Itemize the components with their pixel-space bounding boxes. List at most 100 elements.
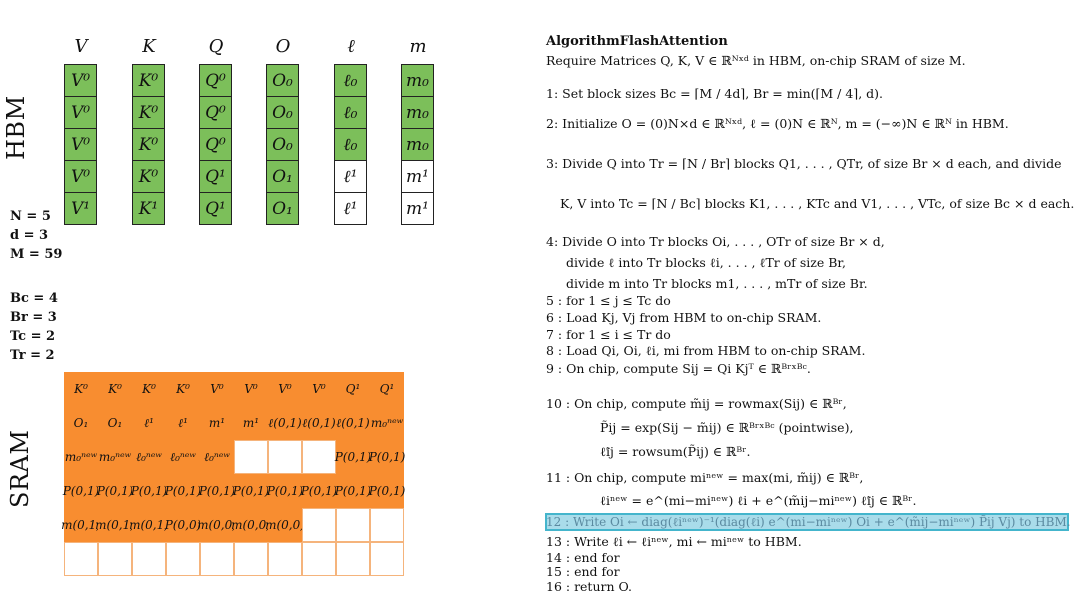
sram-cell: ℓ₀ⁿᵉʷ <box>132 440 166 474</box>
hbm-cell: ℓ₀ <box>334 64 367 97</box>
sram-cell: P(0,1) <box>301 474 337 508</box>
param-n: N = 5 <box>10 209 51 224</box>
sram-cell: P(0,1) <box>199 474 235 508</box>
sram-cell: m(0,1) <box>129 508 169 542</box>
sram-cell: P(0,1) <box>335 474 371 508</box>
algo-line-11b: ℓiⁿᵉʷ = e^(mi−miⁿᵉʷ) ℓi + e^(m̃ij−miⁿᵉʷ)… <box>600 493 917 508</box>
hbm-cell: m₀ <box>401 64 434 97</box>
algo-line-9: 9 : On chip, compute Sij = Qi Kjᵀ ∈ ℝᴮʳˣ… <box>546 361 811 376</box>
algo-line-16: 16 : return O. <box>546 579 632 594</box>
sram-cell: V⁰ <box>268 372 302 406</box>
sram-cell: m(0,1) <box>95 508 135 542</box>
param-tc: Tc = 2 <box>10 329 56 344</box>
params-group-1: N = 5 d = 3 M = 59 <box>10 207 62 264</box>
hbm-cell: Q⁰ <box>199 64 232 97</box>
sram-cell <box>302 508 336 542</box>
sram-cell: m₀ⁿᵉʷ <box>98 440 132 474</box>
sram-cell: P(0,1) <box>267 474 303 508</box>
sram-cell <box>268 440 302 474</box>
param-bc: Bc = 4 <box>10 291 58 306</box>
sram-cell: O₁ <box>64 406 98 440</box>
algo-line-10c: ℓ̃ij = rowsum(P̃ij) ∈ ℝᴮʳ. <box>600 444 751 459</box>
sram-cell: K⁰ <box>166 372 200 406</box>
algo-line-6: 6 : Load Kj, Vj from HBM to on-chip SRAM… <box>546 310 822 325</box>
sram-cell: Q¹ <box>336 372 370 406</box>
sram-cell: m(0,0) <box>265 508 305 542</box>
sram-row: P(0,1)P(0,1)P(0,1)P(0,1)P(0,1)P(0,1)P(0,… <box>63 474 405 508</box>
algo-line-1: 1: Set block sizes Bc = ⌈M / 4d⌉, Br = m… <box>546 86 883 101</box>
sram-cell <box>132 542 166 576</box>
sram-cell: m(0,1) <box>61 508 101 542</box>
hbm-cell: Q¹ <box>199 160 232 193</box>
algo-line-10a: 10 : On chip, compute m̃ij = rowmax(Sij)… <box>546 396 847 411</box>
sram-cell <box>302 440 336 474</box>
sram-cell <box>166 542 200 576</box>
param-br: Br = 3 <box>10 310 57 325</box>
sram-cell: Q¹ <box>370 372 404 406</box>
sram-cell <box>268 542 302 576</box>
sram-cell: ℓ¹ <box>166 406 200 440</box>
hbm-cell: ℓ₀ <box>334 96 367 129</box>
sram-cell <box>336 542 370 576</box>
algo-line-15: 15 : end for <box>546 564 620 579</box>
hbm-cell: m¹ <box>401 160 434 193</box>
sram-cell: m¹ <box>200 406 234 440</box>
sram-cell: ℓ₀ⁿᵉʷ <box>166 440 200 474</box>
sram-cell: P(0,1) <box>369 474 405 508</box>
hbm-column-header: O <box>275 36 291 57</box>
sram-cell: V⁰ <box>302 372 336 406</box>
sram-cell: m₀ⁿᵉʷ <box>370 406 404 440</box>
highlighted-step-box <box>545 513 1069 531</box>
sram-cell: K⁰ <box>98 372 132 406</box>
hbm-column-header: ℓ <box>347 36 355 57</box>
hbm-cell: ℓ₀ <box>334 128 367 161</box>
hbm-cell: K⁰ <box>132 160 165 193</box>
sram-cell: P(0,1) <box>335 440 371 474</box>
algo-line-4a: 4: Divide O into Tr blocks Oi, . . . , O… <box>546 234 885 249</box>
hbm-cell: V⁰ <box>64 96 97 129</box>
algo-line-10b: P̃ij = exp(Sij − m̃ij) ∈ ℝᴮʳˣᴮᶜ (pointwi… <box>600 420 854 435</box>
hbm-cell: K¹ <box>132 192 165 225</box>
sram-cell: m(0,0) <box>197 508 237 542</box>
sram-cell: V⁰ <box>234 372 268 406</box>
param-m: M = 59 <box>10 247 63 262</box>
sram-cell: K⁰ <box>64 372 98 406</box>
hbm-column-header: m <box>409 36 427 57</box>
algo-line-11a: 11 : On chip, compute miⁿᵉʷ = max(mi, m̃… <box>546 470 864 485</box>
hbm-cell: Q⁰ <box>199 128 232 161</box>
hbm-cell: ℓ¹ <box>334 160 367 193</box>
sram-row: m(0,1)m(0,1)m(0,1)P(0,0)m(0,0)m(0,0)m(0,… <box>61 508 404 542</box>
hbm-cell: Q¹ <box>199 192 232 225</box>
sram-cell: O₁ <box>98 406 132 440</box>
sram-cell: m₀ⁿᵉʷ <box>64 440 98 474</box>
algo-line-3b: K, V into Tc = ⌈N / Bc⌉ blocks K1, . . .… <box>560 196 1075 211</box>
sram-cell <box>336 508 370 542</box>
sram-label: SRAM <box>6 429 34 508</box>
hbm-cell: K⁰ <box>132 128 165 161</box>
algo-line-8: 8 : Load Qi, Oi, ℓi, mi from HBM to on-c… <box>546 343 866 358</box>
sram-cell <box>234 440 268 474</box>
params-group-2: Bc = 4 Br = 3 Tc = 2 Tr = 2 <box>10 289 58 365</box>
sram-cell: P(0,1) <box>97 474 133 508</box>
algo-line-4c: divide m into Tr blocks m1, . . . , mTr … <box>566 276 868 291</box>
hbm-cell: O₁ <box>266 192 299 225</box>
sram-cell <box>370 542 404 576</box>
sram-cell <box>200 542 234 576</box>
hbm-cell: m¹ <box>401 192 434 225</box>
sram-cell: ℓ(0,1) <box>302 406 336 440</box>
sram-cell <box>64 542 98 576</box>
hbm-cell: O₀ <box>266 128 299 161</box>
sram-cell: V⁰ <box>200 372 234 406</box>
sram-cell: P(0,1) <box>165 474 201 508</box>
sram-cell <box>98 542 132 576</box>
hbm-cell: V¹ <box>64 192 97 225</box>
algo-line-3a: 3: Divide Q into Tr = ⌈N / Br⌉ blocks Q1… <box>546 156 1062 171</box>
algo-line-7: 7 : for 1 ≤ i ≤ Tr do <box>546 327 671 342</box>
